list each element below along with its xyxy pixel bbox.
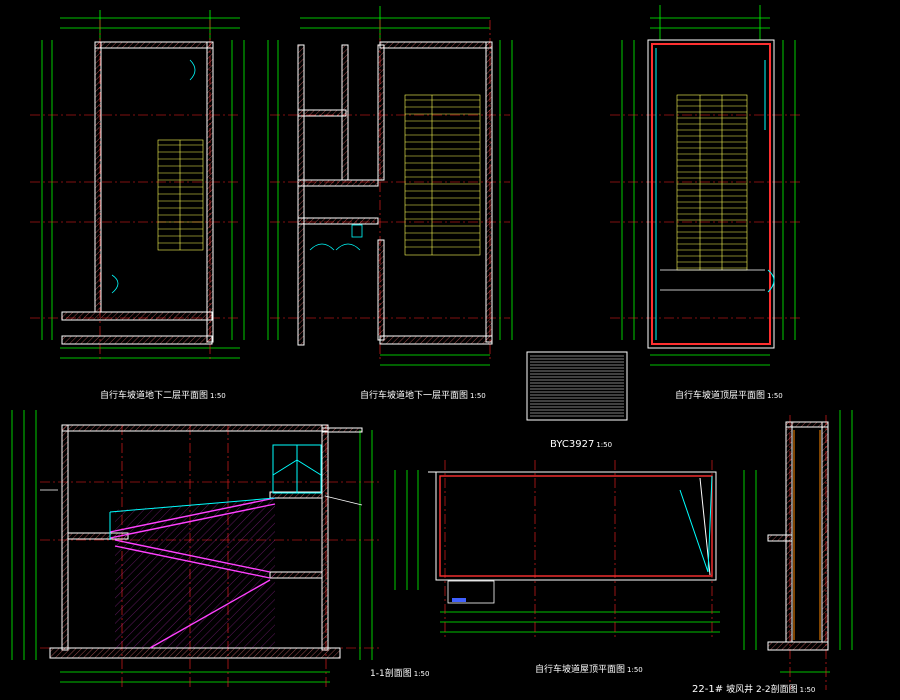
plan-b2-title: 自行车坡道地下二层平面图1:50 [100,389,226,401]
section-2-2-title: 22-1#坡风井 2-2剖面图1:50 [692,683,815,695]
plan-top-title: 自行车坡道顶层平面图1:50 [675,389,783,401]
section-2-2: 22-1#坡风井 2-2剖面图1:50 [692,410,853,695]
plan-basement-1: 自行车坡道地下一层平面图1:50 [267,6,513,401]
plan-basement-2: 自行车坡道地下二层平面图1:50 [30,10,245,401]
louver-title: BYC39271:50 [550,439,612,450]
plan-top-floor: 自行车坡道顶层平面图1:50 [610,5,800,401]
section-1-1-title: 1-1剖面图1:50 [370,667,429,679]
section-1-1: 1-1剖面图1:50 [11,410,429,690]
louver-detail: BYC39271:50 [526,351,628,450]
roof-plan-title: 自行车坡道屋顶平面图1:50 [535,663,643,675]
roof-plan: 自行车坡道屋顶平面图1:50 [394,460,720,675]
plan-b1-title: 自行车坡道地下一层平面图1:50 [360,389,486,401]
